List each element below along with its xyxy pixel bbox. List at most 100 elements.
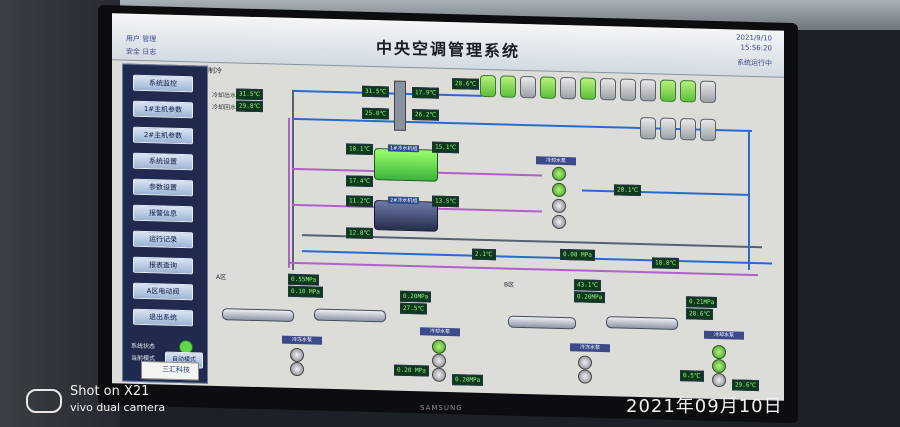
- cooling-tower-8[interactable]: [620, 78, 636, 101]
- zone-b-pump-1[interactable]: [578, 355, 592, 370]
- cooling-tower-5[interactable]: [560, 76, 576, 100]
- pipe-right: [748, 129, 750, 270]
- supply-label: 冷却出水: [212, 91, 237, 100]
- zone-a-tank-2[interactable]: [314, 308, 386, 323]
- watermark-model: Shot on X21: [70, 384, 150, 399]
- return-label: 冷却回水: [212, 103, 237, 112]
- zone-b-temp-1: 43.1℃: [574, 279, 602, 292]
- company-logo: 三汇科技: [141, 360, 199, 381]
- pump-group-label: 冷却水泵: [536, 156, 576, 166]
- sidebar-item-params[interactable]: 参数设置: [133, 178, 193, 197]
- zone-a-tank-1[interactable]: [222, 308, 294, 322]
- cooling-tower-3[interactable]: [520, 75, 536, 99]
- chiller1-out: 15.1℃: [432, 141, 460, 154]
- sidebar-item-chiller1[interactable]: 1#主机参数: [133, 100, 193, 119]
- cooling-tower-4[interactable]: [540, 76, 556, 99]
- cooling-pump-3[interactable]: [552, 198, 566, 214]
- cooling-tower-6[interactable]: [580, 77, 596, 100]
- monitor-brand: SAMSUNG: [420, 404, 463, 412]
- zone-b-temp-2: 28.6℃: [686, 308, 714, 320]
- zone-a-pressure-2: 0.10 MPa: [288, 285, 323, 298]
- chiller2-out: 13.5℃: [432, 195, 460, 208]
- return-temp-2: 26.2℃: [412, 109, 440, 121]
- pipe-purple-low: [288, 261, 758, 277]
- camera-logo-icon: [26, 389, 62, 413]
- zone-b-pump-label-2: 冷却水泵: [704, 330, 744, 340]
- zone-b-tank-2[interactable]: [606, 316, 678, 331]
- sidebar-item-alarms[interactable]: 报警信息: [133, 204, 193, 223]
- system-status: 系统运行中: [737, 58, 772, 68]
- cooling-tower-11[interactable]: [680, 80, 696, 103]
- sidebar-item-records[interactable]: 运行记录: [133, 230, 193, 249]
- supply-value: 31.5℃: [236, 88, 264, 101]
- zone-b-pump-2[interactable]: [578, 369, 592, 384]
- cooling-tower-2[interactable]: [500, 75, 516, 98]
- manifold: [394, 80, 406, 131]
- supply-temp-2: 17.9℃: [412, 87, 440, 99]
- chiller1-in: 10.1℃: [346, 143, 374, 156]
- zone-a-pump-2[interactable]: [290, 361, 304, 377]
- return-temp-1: 25.0℃: [362, 107, 390, 120]
- supply-temp-1: 31.5℃: [362, 85, 390, 98]
- zone-a-label: A区: [216, 273, 227, 282]
- cooling-tower-14[interactable]: [660, 117, 676, 140]
- chiller1-return: 17.4℃: [346, 175, 374, 188]
- zone-a-pump-label: 冷冻水泵: [282, 335, 322, 345]
- zone-b-pump-4[interactable]: [712, 358, 726, 374]
- cooling-tower-9[interactable]: [640, 79, 656, 102]
- cooling-tower-13[interactable]: [640, 117, 656, 140]
- cooling-pump-4[interactable]: [552, 214, 566, 230]
- time-display: 15:56:20: [740, 43, 772, 53]
- zone-a-value-1: 0.20 MPa: [394, 364, 429, 377]
- zone-a-pump-5[interactable]: [432, 367, 446, 382]
- sidebar-item-settings[interactable]: 系统设置: [133, 152, 193, 171]
- date-display: 2021/9/10: [736, 33, 772, 43]
- zone-a-temp: 27.5℃: [400, 302, 428, 315]
- sidebar-item-exit[interactable]: 退出系统: [133, 308, 193, 327]
- bypass-value: 2.1℃: [472, 248, 496, 261]
- security-menu[interactable]: 安全 日志: [126, 47, 157, 57]
- zone-b-pump-3[interactable]: [712, 344, 726, 360]
- sidebar-item-reports[interactable]: 报表查询: [133, 256, 193, 275]
- chiller-1-label: 1#冷水机组: [388, 144, 420, 153]
- status-label: 系统状态: [131, 342, 156, 351]
- photo-date: 2021年09月10日: [626, 396, 783, 417]
- chiller-1[interactable]: [374, 148, 438, 182]
- pipe-vertical-left: [292, 89, 294, 270]
- chiller2-return: 12.8℃: [346, 227, 374, 240]
- cooling-tower-7[interactable]: [600, 77, 616, 101]
- zone-a-pump-3[interactable]: [432, 339, 446, 354]
- cooling-tower-12[interactable]: [700, 80, 716, 104]
- zone-b-pump-label: 冷冻水泵: [570, 343, 610, 353]
- zone-a-pressure-3: 0.20MPa: [400, 290, 432, 303]
- sidebar-item-valves[interactable]: A区电动阀: [133, 282, 193, 301]
- cooling-tower-10[interactable]: [660, 79, 676, 102]
- zone-b-value-2: 29.6℃: [732, 379, 760, 392]
- cooling-pump-1[interactable]: [552, 166, 566, 182]
- zone-a-pump-1[interactable]: [290, 347, 304, 363]
- user-menu[interactable]: 用户 管理: [126, 34, 157, 44]
- hvac-screen: 中央空调管理系统 用户 管理 安全 日志 2021/9/10 15:56:20 …: [112, 13, 784, 401]
- cooling-tower-15[interactable]: [680, 118, 696, 141]
- tower-temp-1: 28.6℃: [452, 78, 480, 90]
- zone-b-pressure-1: 0.20MPa: [574, 291, 606, 304]
- cooling-tower-16[interactable]: [700, 118, 716, 142]
- cooling-pump-2[interactable]: [552, 182, 566, 198]
- pressure-main: 0.08 MPa: [560, 248, 595, 261]
- chiller-2[interactable]: [374, 200, 438, 232]
- section-label: 制冷: [208, 66, 222, 76]
- cooling-tower-1[interactable]: [480, 74, 496, 98]
- watermark-camera: vivo dual camera: [70, 401, 166, 414]
- page-title: 中央空调管理系统: [375, 38, 520, 61]
- zone-b-label: B区: [504, 281, 515, 289]
- zone-b-tank-1[interactable]: [508, 315, 576, 330]
- logo-text: 三汇科技: [162, 365, 190, 375]
- zone-b-value-1: 0.5℃: [680, 370, 704, 382]
- pipe-right-link: [582, 189, 748, 196]
- sidebar-item-chiller2[interactable]: 2#主机参数: [133, 126, 193, 145]
- sidebar: 系统监控 1#主机参数 2#主机参数 系统设置 参数设置 报警信息 运行记录 报…: [122, 63, 208, 384]
- zone-b-pump-5[interactable]: [712, 372, 726, 388]
- zone-a-pump-4[interactable]: [432, 353, 446, 368]
- return-value: 29.8℃: [236, 100, 264, 113]
- sidebar-item-monitor[interactable]: 系统监控: [133, 74, 193, 93]
